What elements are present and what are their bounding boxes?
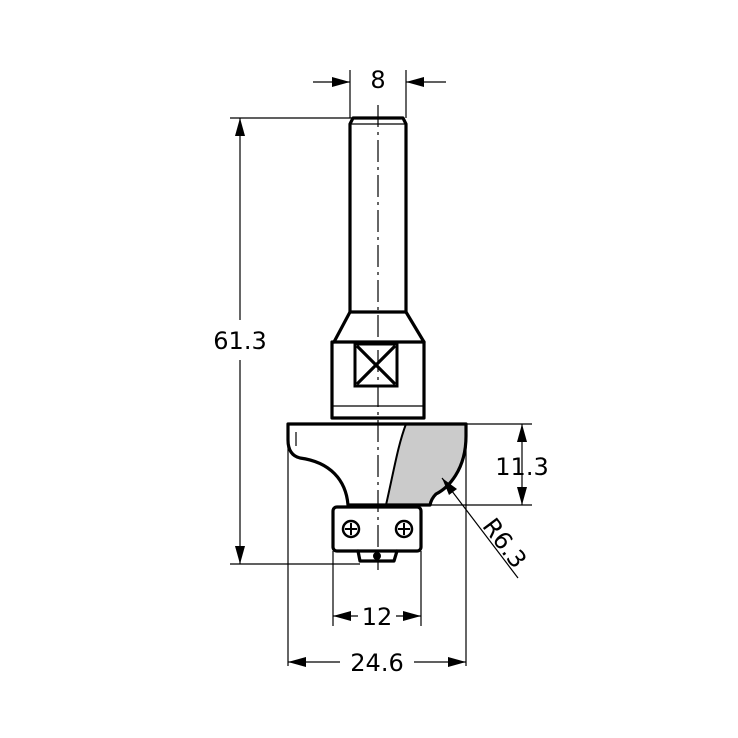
dim-radius: R6.3 (441, 477, 532, 579)
cutting-height-label: 11.3 (495, 453, 548, 481)
dim-cutting-diameter: 24.6 (288, 649, 466, 677)
shank-diameter-label: 8 (370, 66, 385, 94)
screw-left-icon (341, 519, 361, 539)
wrench-flat-icon (353, 342, 399, 388)
collar-body (330, 340, 426, 420)
dim-shank-diameter: 8 (313, 66, 446, 118)
dim-overall-length: 61.3 (213, 117, 360, 565)
dim-cutting-height: 11.3 (430, 423, 549, 506)
bearing-diameter-label: 12 (362, 603, 393, 631)
dim-bearing-diameter: 12 (332, 551, 422, 631)
radius-label: R6.3 (477, 513, 532, 574)
overall-length-label: 61.3 (213, 327, 266, 355)
cutting-diameter-label: 24.6 (350, 649, 403, 677)
wrench-flat-cross-2 (356, 345, 396, 385)
screw-right-icon (394, 519, 414, 539)
shank (332, 116, 426, 344)
bearing (331, 505, 423, 563)
bottom-screw-icon (373, 552, 381, 560)
